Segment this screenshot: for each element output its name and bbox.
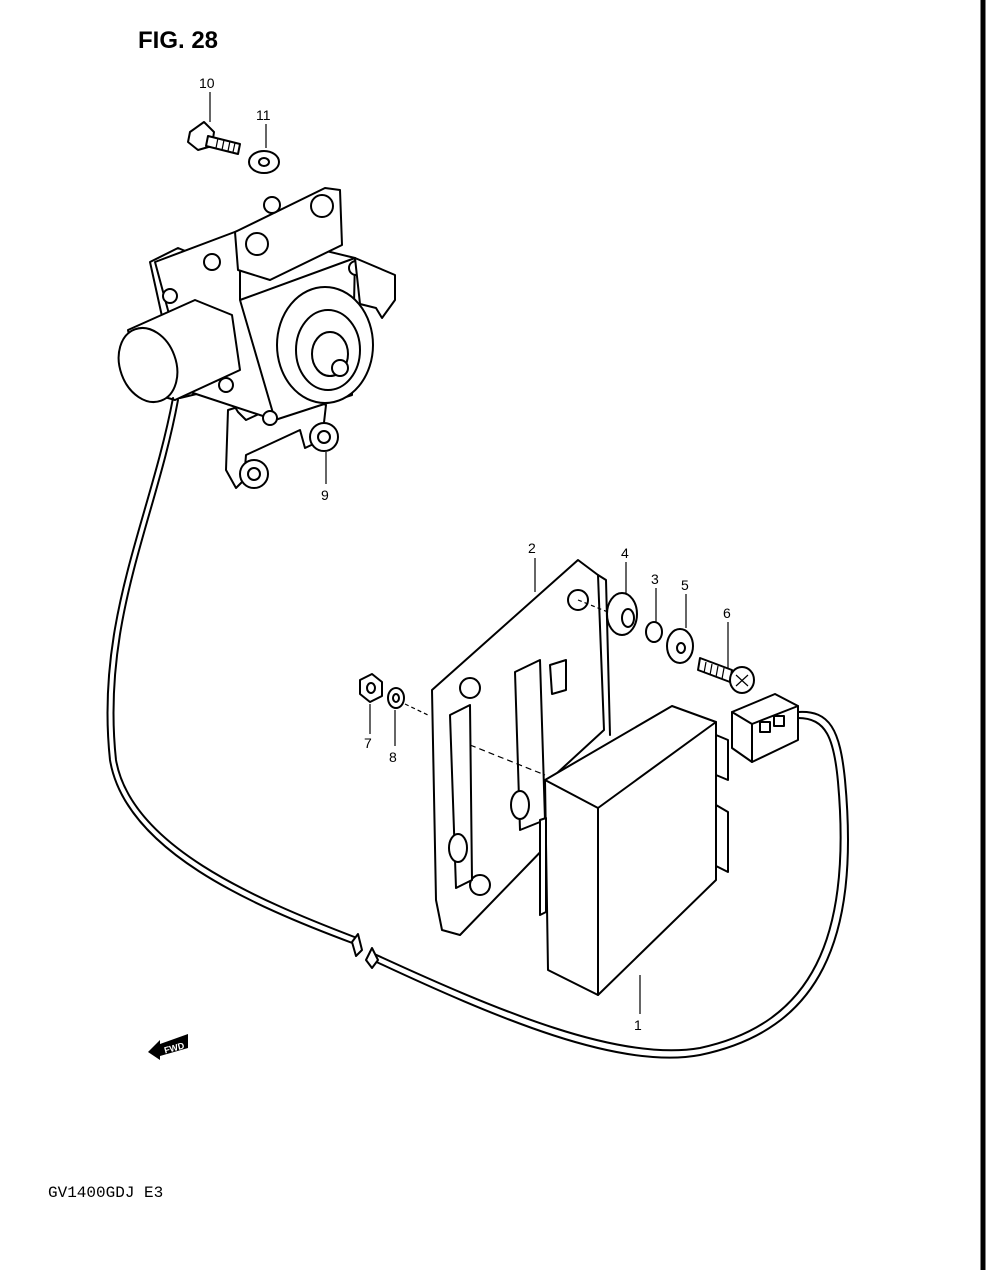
assembly-guide-lines	[404, 599, 609, 776]
callout-8: 8	[389, 749, 397, 765]
grommet-part-4	[606, 592, 638, 636]
washer-part-11	[248, 150, 280, 174]
washer-part-5	[666, 628, 694, 664]
bolt-part-10	[187, 121, 241, 155]
collar-part-3	[645, 621, 663, 643]
nut-part-7	[359, 673, 383, 703]
callout-10: 10	[199, 75, 215, 91]
callout-2: 2	[528, 540, 536, 556]
callout-leader-lines	[209, 92, 729, 1014]
callout-11: 11	[256, 107, 271, 123]
bolt-part-6	[697, 657, 755, 694]
callout-3: 3	[651, 571, 659, 587]
callout-7: 7	[364, 735, 372, 751]
callout-6: 6	[723, 605, 731, 621]
callout-5: 5	[681, 577, 689, 593]
model-code: GV1400GDJ E3	[48, 1184, 163, 1202]
control-cable	[106, 397, 356, 945]
callout-1: 1	[634, 1017, 642, 1033]
figure-title: FIG. 28	[138, 27, 218, 54]
forward-direction-arrow: FWD	[148, 1034, 188, 1060]
wire-connector	[731, 693, 799, 763]
callout-9: 9	[321, 487, 329, 503]
mounting-plate-part-2	[431, 559, 611, 936]
control-unit-part-1	[539, 705, 729, 996]
washer-part-8	[387, 687, 405, 709]
actuator-assembly	[117, 187, 396, 489]
callout-4: 4	[621, 545, 629, 561]
